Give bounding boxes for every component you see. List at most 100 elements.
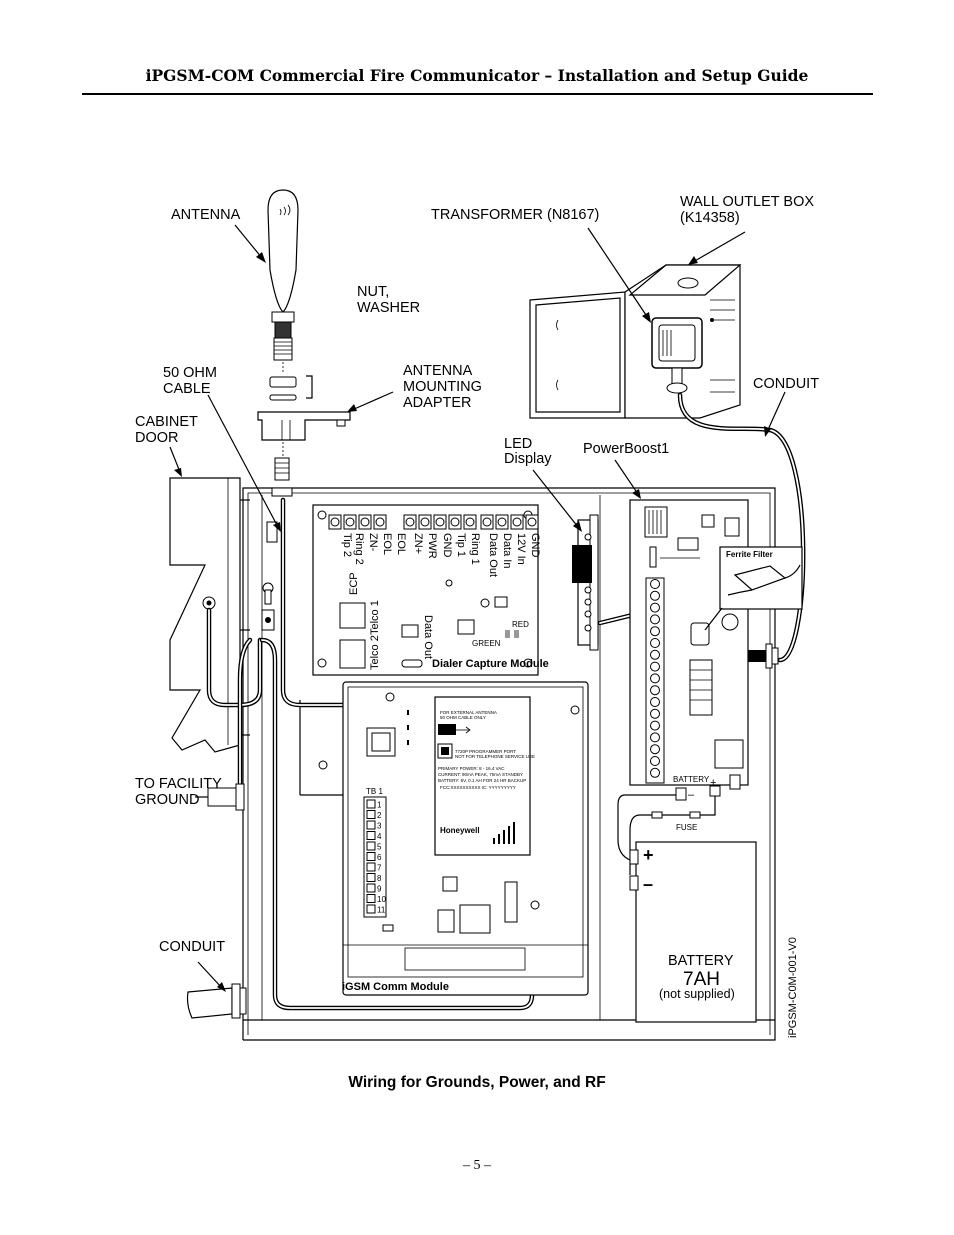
- tb1-terminal-number: 3: [377, 822, 382, 831]
- dialer-terminal-label: 12V In: [515, 533, 527, 565]
- data-out-label: Data Out: [422, 615, 434, 659]
- fuse-label: FUSE: [676, 823, 697, 832]
- tb1-terminal: [366, 852, 376, 861]
- dialer-terminal-head: [450, 517, 460, 527]
- wall-outlet-label-1: WALL OUTLET BOX: [680, 194, 814, 210]
- page-header-title: iPGSM-COM Commercial Fire Communicator –…: [145, 66, 809, 85]
- dialer-terminal-label: GND: [441, 533, 453, 558]
- dialer-terminal-label: ZN+: [412, 533, 424, 554]
- page-number: – 5 –: [463, 1158, 491, 1173]
- dialer-terminal-label: ZN-: [367, 533, 379, 552]
- powerboost-terminal: [650, 638, 660, 648]
- dialer-terminal-head: [330, 517, 340, 527]
- dialer-terminal-label: GND: [529, 533, 541, 558]
- dialer-terminal-head: [375, 517, 385, 527]
- powerboost-terminal: [650, 626, 660, 637]
- leader-arrows: [169, 224, 786, 992]
- ecp-label: ECP: [348, 572, 360, 595]
- tb1-terminal: [366, 810, 376, 819]
- cabinet-door-label-1: CABINET: [135, 414, 198, 430]
- conduit-fitting-bottom: [186, 983, 247, 1019]
- telco2-label: Telco 2: [369, 635, 381, 670]
- cabinet-door: [169, 477, 250, 753]
- powerboost-terminal: [650, 649, 660, 660]
- facility-ground-fitting: [195, 783, 245, 811]
- battery-capacity: 7AH: [683, 969, 720, 990]
- cabinet-door-label-2: DOOR: [135, 430, 179, 446]
- powerboost-terminal: [650, 602, 660, 613]
- tb1-terminal: [366, 862, 376, 872]
- drawing-id: iPGSM-C0M-001-V0: [787, 937, 799, 1038]
- dialer-terminal-head: [497, 517, 507, 527]
- nut-label-2: WASHER: [357, 300, 420, 316]
- tb1-terminal-number: 1: [377, 801, 382, 810]
- dialer-terminal-label: PWR: [426, 533, 438, 559]
- tb1-terminal-number: 7: [377, 864, 382, 873]
- antenna: [267, 189, 313, 401]
- conduit-top-label: CONDUIT: [753, 376, 819, 392]
- facility-ground-label-2: GROUND: [135, 792, 199, 808]
- tb1-terminal-number: 2: [377, 811, 382, 820]
- igsm-label-7: BATTERY: 6V, 0.1 AH FOR 24 HR BACKUP: [438, 778, 526, 783]
- igsm-label-3: 7720P PROGRAMMER PORT: [455, 749, 516, 754]
- wall-outlet-box: [529, 264, 742, 419]
- powerboost-terminal: [650, 661, 660, 672]
- dialer-terminal-head: [527, 517, 537, 527]
- igsm-label-5: PRIMARY POWER: 8 - 16.4 VAC: [438, 766, 505, 771]
- battery: [629, 841, 757, 1023]
- ferrite-filter-label: Ferrite Filter: [726, 550, 773, 559]
- powerboost-terminal: [650, 697, 660, 707]
- tb1-terminal-number: 8: [377, 874, 382, 883]
- led-label-1: LED: [504, 436, 532, 452]
- led-label-2: Display: [504, 451, 552, 467]
- ferrite-filter-inset: [704, 546, 803, 631]
- battery-label: BATTERY: [668, 953, 734, 969]
- tb1-terminal-number: 6: [377, 853, 382, 862]
- powerboost-terminal: [650, 708, 660, 719]
- dialer-terminal-label: Data Out: [487, 533, 499, 577]
- header-rule: [82, 93, 873, 95]
- powerboost-terminal: [650, 590, 660, 601]
- dialer-terminal-label: Ring 1: [469, 533, 481, 565]
- dialer-terminal-head: [360, 517, 370, 527]
- pb-battery-label: BATTERY: [673, 775, 710, 784]
- igsm-label-8: FCC:XXXXXXXXXX IC: YYYYYYYYY: [440, 785, 516, 790]
- powerboost-terminal: [650, 673, 660, 684]
- telco1-label: Telco 1: [369, 600, 381, 635]
- igsm-title: iGSM Comm Module: [342, 981, 449, 993]
- tb1-terminal-number: 5: [377, 843, 382, 852]
- battery-minus-terminal: –: [643, 874, 653, 894]
- cabinet-keyhole: [261, 521, 278, 631]
- battery-plus-terminal: +: [643, 845, 654, 865]
- dialer-terminal-head: [345, 517, 355, 527]
- powerboost-terminal: [650, 732, 660, 743]
- tb1-terminal-number: 4: [377, 832, 382, 841]
- adapter-label-3: ADAPTER: [403, 395, 472, 411]
- dialer-terminal-label: Tip 1: [455, 533, 467, 557]
- dialer-terminal-head: [405, 517, 415, 527]
- cabinet: [242, 487, 776, 1041]
- powerboost-terminal: [650, 720, 660, 731]
- honeywell-logo: Honeywell: [440, 826, 480, 835]
- dialer-title: Dialer Capture Module: [432, 658, 549, 670]
- powerboost-terminal: [650, 767, 660, 778]
- tb1-terminal-number: 10: [377, 895, 386, 904]
- tb1-label: TB 1: [366, 787, 383, 796]
- powerboost-terminal: [650, 614, 660, 625]
- powerboost-terminal: [650, 756, 660, 766]
- battery-note: (not supplied): [659, 987, 735, 1001]
- tb1-terminal: [366, 904, 376, 914]
- tb1-terminal: [366, 873, 376, 882]
- tb1-terminal: [366, 831, 376, 840]
- figure-caption: Wiring for Grounds, Power, and RF: [348, 1074, 606, 1091]
- tb1-terminal-number: 9: [377, 885, 382, 894]
- tb1-terminal-number: 11: [377, 906, 386, 915]
- antenna-mounting-adapter: [257, 411, 351, 497]
- adapter-label-1: ANTENNA: [403, 363, 473, 379]
- pb-battery-plus: +: [710, 777, 716, 789]
- cable-label-2: CABLE: [163, 381, 211, 397]
- tb1-terminal: [366, 841, 376, 851]
- cable-label-1: 50 OHM: [163, 365, 217, 381]
